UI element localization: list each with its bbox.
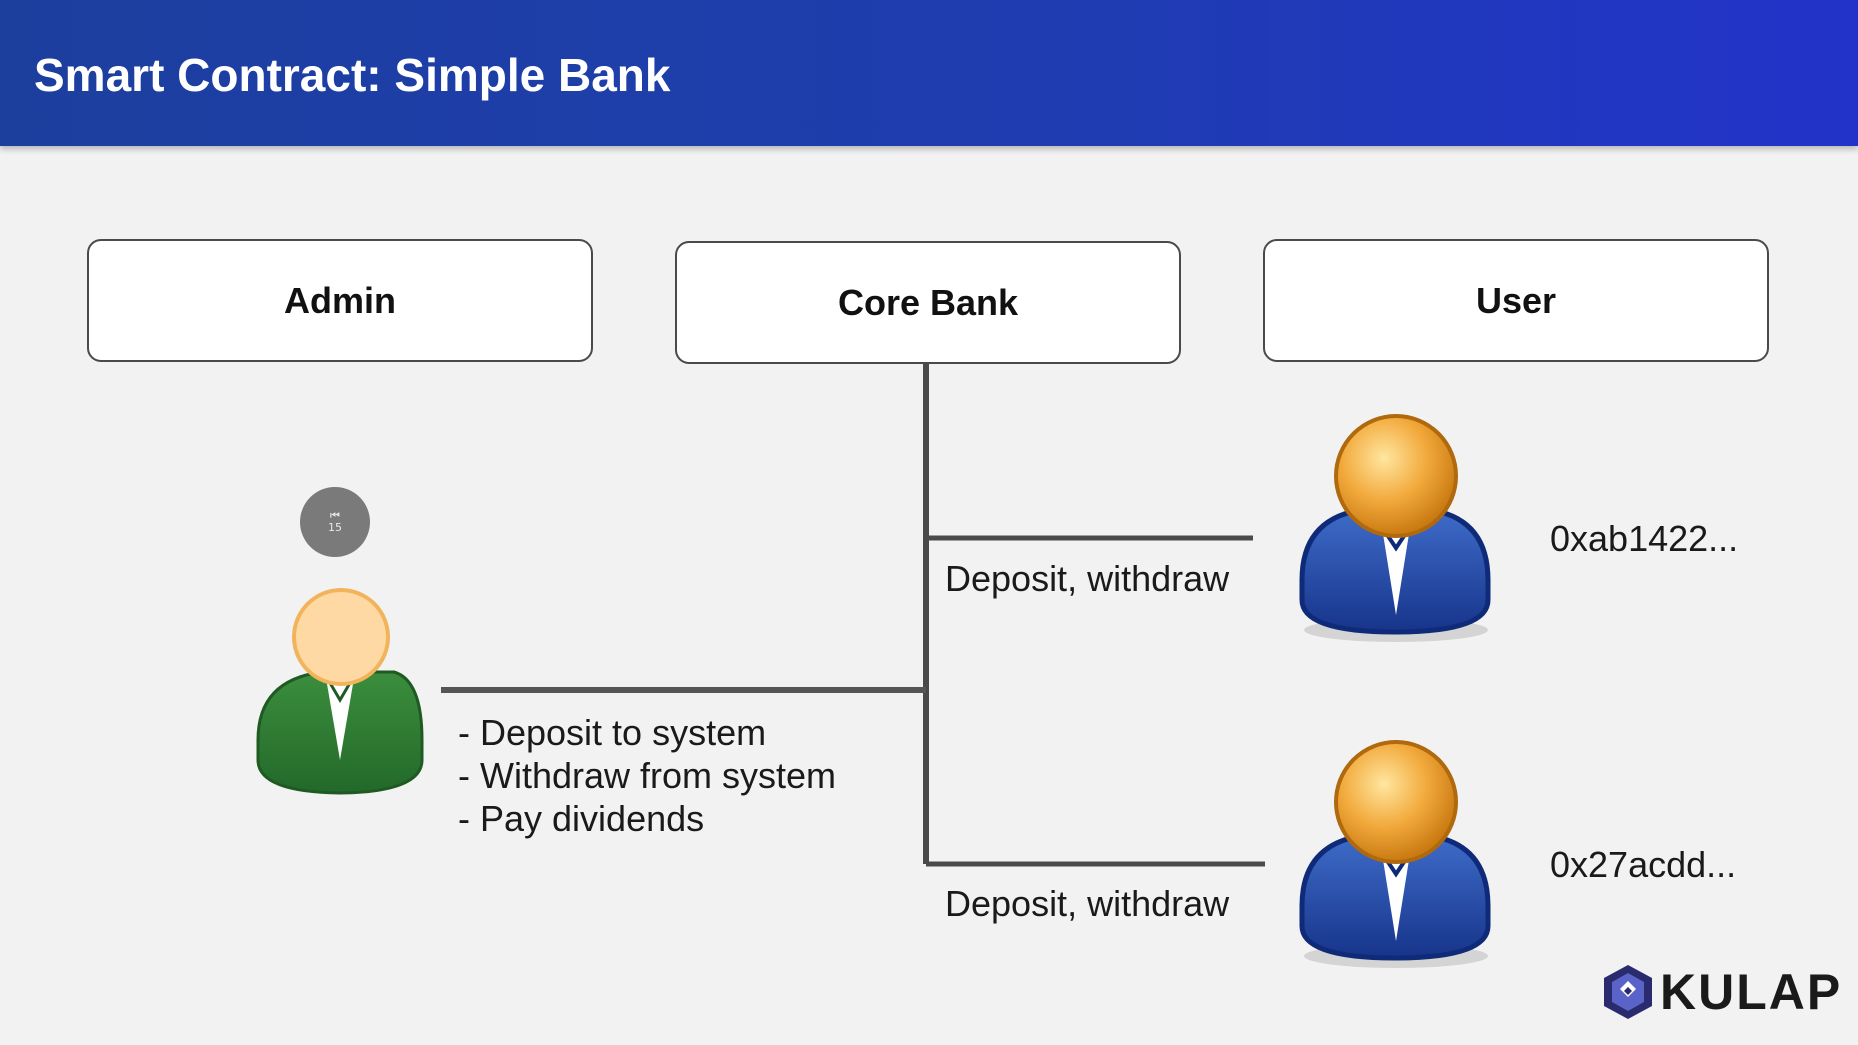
core-bank-box: Core Bank [675, 241, 1181, 364]
user-box-label: User [1475, 279, 1557, 321]
admin-action-item: - Pay dividends [458, 798, 705, 839]
rewind-icon: ⏮ [330, 509, 340, 522]
admin-box: Admin [87, 239, 593, 362]
user-2-address: 0x27acdd... [1550, 844, 1737, 885]
user-1-edge-label: Deposit, withdraw [945, 558, 1230, 599]
user-2-edge-label: Deposit, withdraw [945, 883, 1230, 924]
replay-15-button[interactable]: ⏮ 15 [300, 487, 370, 557]
kulap-logo-icon [1604, 965, 1652, 1019]
admin-box-label: Admin [284, 279, 396, 321]
admin-action-item: - Withdraw from system [458, 755, 837, 796]
user-box: User [1263, 239, 1769, 362]
user-1-person-icon [1299, 414, 1491, 642]
admin-action-item: - Deposit to system [458, 712, 767, 753]
admin-person-icon [256, 588, 424, 795]
admin-actions-list: - Deposit to system - Withdraw from syst… [458, 711, 836, 840]
user-1-address: 0xab1422... [1550, 518, 1739, 559]
slide-header: Smart Contract: Simple Bank [0, 0, 1858, 146]
core-bank-box-label: Core Bank [837, 281, 1019, 323]
slide-title: Smart Contract: Simple Bank [34, 49, 671, 101]
kulap-logo: KULAP [1602, 962, 1842, 1022]
kulap-logo-text: KULAP [1660, 964, 1843, 1020]
replay-seconds-label: 15 [328, 521, 342, 534]
user-2-person-icon [1299, 740, 1491, 968]
